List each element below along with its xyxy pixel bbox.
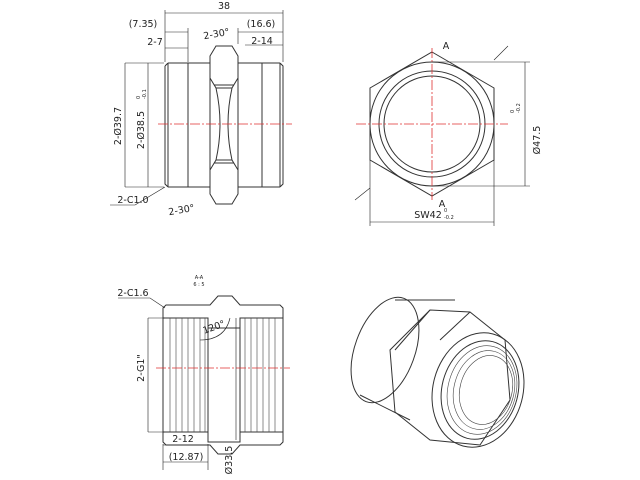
tol-upper: 0 — [510, 110, 516, 113]
dim-right-ref: (16.6) — [247, 19, 276, 30]
dim-diameter-inner: 2-Ø38.5 — [136, 111, 147, 149]
front-view: 38 (7.35) 2-7 (16.6) 2-14 2-30° 2-30° 2-… — [110, 1, 292, 218]
dim-thread-length: 2-12 — [172, 434, 194, 445]
dim-right: 2-14 — [251, 36, 273, 47]
section-view: A-A 6 : 5 2-C1.6 2-G1" 120° 2-12 (12.87)… — [117, 275, 290, 474]
tol-lower: -0.2 — [444, 215, 454, 221]
chamfer-label: 2-C1.6 — [117, 288, 148, 299]
tol-upper: 0 — [136, 96, 142, 99]
dim-across-flats: SW42 — [414, 210, 442, 221]
end-view: A A Ø47.5 0 -0.2 SW42 0 -0.2 — [354, 41, 543, 226]
section-mark-bottom: A — [439, 199, 446, 210]
dim-diameter-outer: 2-Ø39.7 — [113, 107, 124, 145]
section-title: A-A — [195, 275, 204, 281]
angle-bottom: 2-30° — [168, 203, 196, 218]
tol-upper: 0 — [444, 208, 447, 214]
angle-top: 2-30° — [203, 27, 231, 42]
section-mark-top: A — [443, 41, 450, 52]
tol-lower: -0.2 — [516, 103, 522, 113]
dim-thread-length-ref: (12.87) — [169, 452, 204, 463]
dim-diameter: Ø47.5 — [532, 126, 543, 155]
dim-overall-length: 38 — [218, 1, 230, 12]
chamfer-label: 2-C1.0 — [117, 195, 148, 206]
section-scale: 6 : 5 — [193, 282, 204, 288]
thread-label: 2-G1" — [136, 354, 147, 382]
dim-left: 2-7 — [147, 37, 163, 48]
tol-lower: -0.1 — [142, 89, 148, 99]
dim-bore-diameter: Ø33.5 — [224, 446, 235, 475]
dim-left-ref: (7.35) — [129, 19, 158, 30]
isometric-view — [350, 296, 525, 448]
